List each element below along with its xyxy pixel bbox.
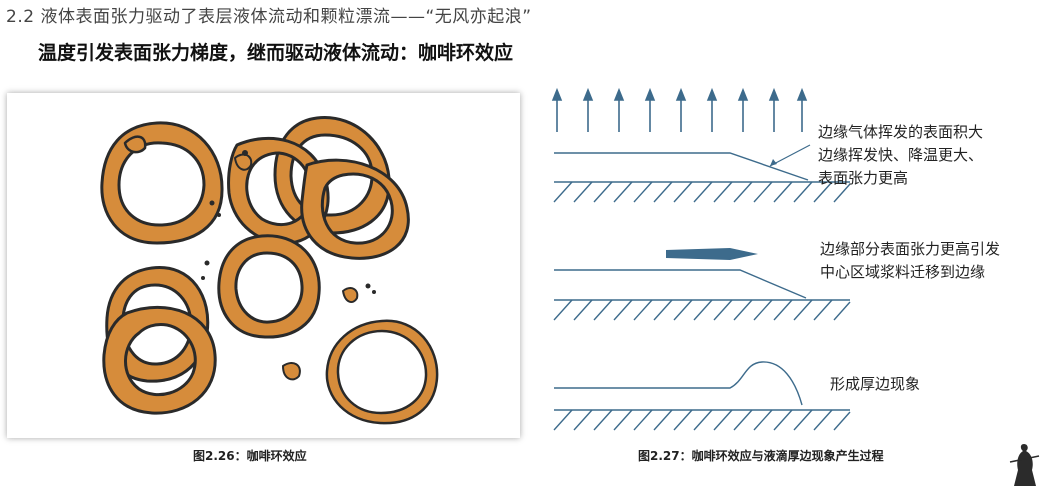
- annotation-line: 边缘气体挥发的表面积大: [818, 123, 984, 141]
- thick-edge-diagram: [540, 80, 990, 440]
- section-title: 2.2 液体表面张力驱动了表层液体流动和颗粒漂流——“无风亦起浪”: [6, 7, 532, 27]
- annotation-thick-edge: 形成厚边现象: [830, 373, 920, 396]
- annotation-line: 形成厚边现象: [830, 375, 921, 393]
- coffee-ring: [227, 116, 410, 260]
- annotation-line: 边缘部分表面张力更高引发: [820, 240, 1001, 258]
- coffee-ring-photo: [7, 93, 520, 438]
- droplet-surface-2: [554, 269, 807, 299]
- droplet-surface-1: [554, 152, 809, 181]
- coffee-ring: [100, 121, 224, 245]
- annotation-line: 中心区域浆料迁移到边缘: [820, 263, 986, 281]
- evaporation-arrows: [551, 87, 808, 132]
- substrate-1: [553, 181, 851, 203]
- evaporation-process-diagram: [551, 87, 851, 431]
- page-subtitle: 温度引发表面张力梯度，继而驱动液体流动：咖啡环效应: [38, 42, 514, 64]
- coffee-ring-image: [100, 116, 439, 425]
- droplet-surface-3: [554, 361, 803, 406]
- annotation-line: 边缘挥发快、降温更大、: [818, 146, 984, 164]
- figure-caption-left: 图2.26：咖啡环效应: [193, 449, 307, 463]
- coffee-ring: [102, 266, 217, 415]
- ink-figure-decoration: [1009, 444, 1040, 486]
- flow-arrow: [666, 248, 758, 260]
- substrate-2: [553, 299, 851, 321]
- coffee-ring: [217, 234, 321, 339]
- annotation-line: 表面张力更高: [818, 169, 909, 187]
- annotation-migration: 边缘部分表面张力更高引发 中心区域浆料迁移到边缘: [820, 238, 1000, 284]
- substrate-3: [553, 409, 851, 431]
- coffee-ring: [325, 319, 439, 425]
- figure-caption-right: 图2.27：咖啡环效应与液滴厚边现象产生过程: [638, 449, 884, 463]
- annotation-evaporation: 边缘气体挥发的表面积大 边缘挥发快、降温更大、 表面张力更高: [818, 121, 983, 190]
